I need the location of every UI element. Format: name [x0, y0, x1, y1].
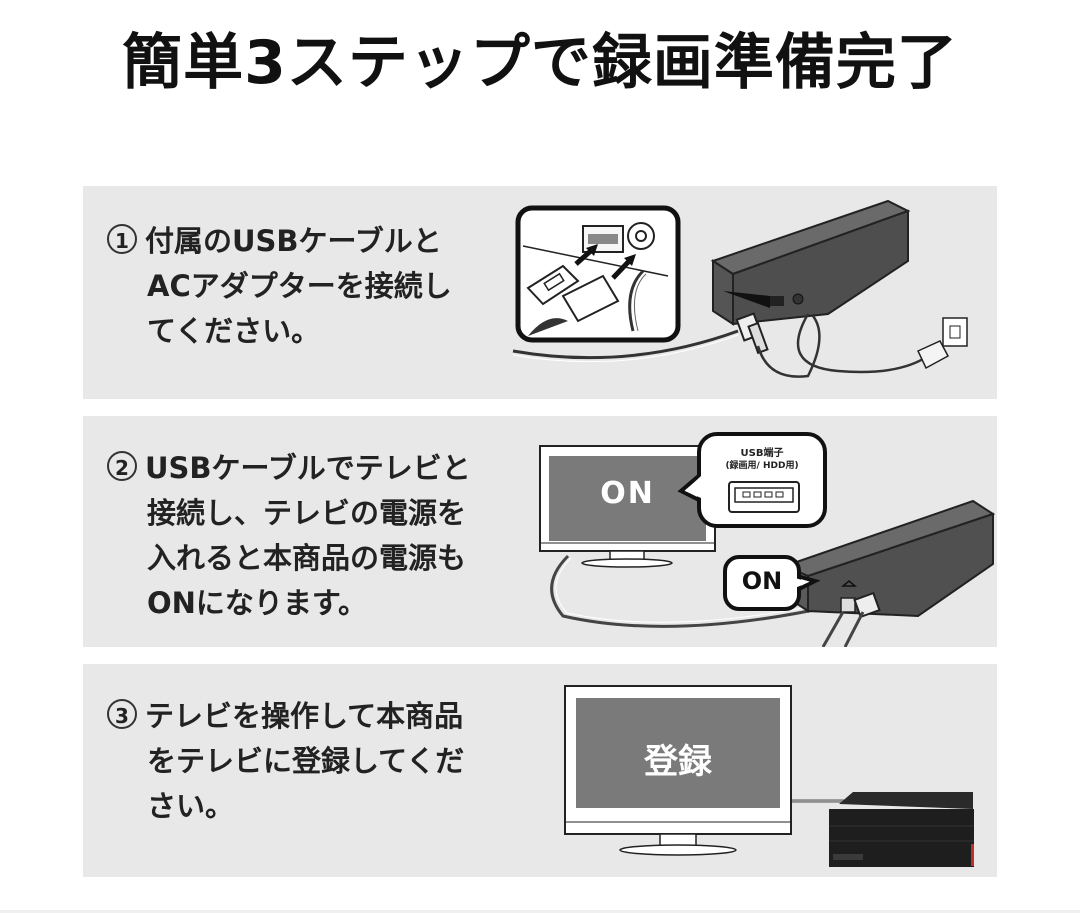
- step-2-line-1: USBケーブルでテレビと: [145, 451, 471, 485]
- step-1-panel: 1 付属のUSBケーブルと ACアダプターを接続し てください。: [83, 186, 997, 399]
- usb-callout-title: USB端子: [740, 448, 784, 459]
- wall-outlet-icon: [942, 317, 968, 347]
- step-2-illustration: ON USB端子 (録画用/ HDD用) ON: [523, 416, 997, 647]
- step-2-line-4: ONになります。: [147, 586, 368, 620]
- connector-callout: [515, 205, 770, 343]
- hdd-device-icon: [829, 792, 974, 867]
- step-2-line-2: 接続し、テレビの電源を: [147, 496, 467, 530]
- step-number-badge: 2: [107, 451, 137, 481]
- step-3-line-2: をテレビに登録してくだ: [147, 744, 465, 778]
- step-1-line-1: 付属のUSBケーブルと: [145, 224, 442, 258]
- tv-icon: [564, 685, 792, 856]
- step-number-badge: 1: [107, 224, 137, 254]
- step-1-illustration: [512, 199, 968, 378]
- step-2-line-3: 入れると本商品の電源も: [147, 541, 467, 575]
- tv-icon: [539, 445, 716, 568]
- dc-in-port-icon: [627, 222, 655, 250]
- step-3-text: 3 テレビを操作して本商品 をテレビに登録してくだ さい。: [107, 694, 527, 829]
- step-3-illustration: 登録: [553, 664, 997, 877]
- page-title: 簡単3ステップで録画準備完了: [122, 28, 958, 98]
- device-on-bubble: [723, 555, 821, 611]
- step-1-line-3: てください。: [147, 314, 321, 348]
- step-3-line-1: テレビを操作して本商品: [145, 699, 464, 733]
- ac-adapter-icon: [916, 340, 950, 370]
- step-2-panel: 2 USBケーブルでテレビと 接続し、テレビの電源を 入れると本商品の電源も ON…: [83, 416, 997, 647]
- usb-plug-icon: [526, 264, 580, 306]
- tv-screen-label: ON: [600, 476, 655, 511]
- step-1-text: 1 付属のUSBケーブルと ACアダプターを接続し てください。: [107, 219, 527, 354]
- hdd-device-icon: [710, 199, 911, 326]
- tv-screen-label: 登録: [644, 742, 712, 782]
- step-2-text: 2 USBケーブルでテレビと 接続し、テレビの電源を 入れると本商品の電源も ON…: [107, 446, 527, 626]
- step-3-line-3: さい。: [147, 789, 235, 823]
- step-3-panel: 3 テレビを操作して本商品 をテレビに登録してくだ さい。: [83, 664, 997, 877]
- step-1-line-2: ACアダプターを接続し: [147, 269, 452, 303]
- step-number-badge: 3: [107, 699, 137, 729]
- page-bottom-divider: [0, 910, 1080, 913]
- usb-callout-subtitle: (録画用/ HDD用): [725, 461, 799, 471]
- device-on-label: ON: [741, 567, 783, 595]
- usb-port-icon: [728, 481, 800, 513]
- speech-bubble-icon: [677, 432, 827, 528]
